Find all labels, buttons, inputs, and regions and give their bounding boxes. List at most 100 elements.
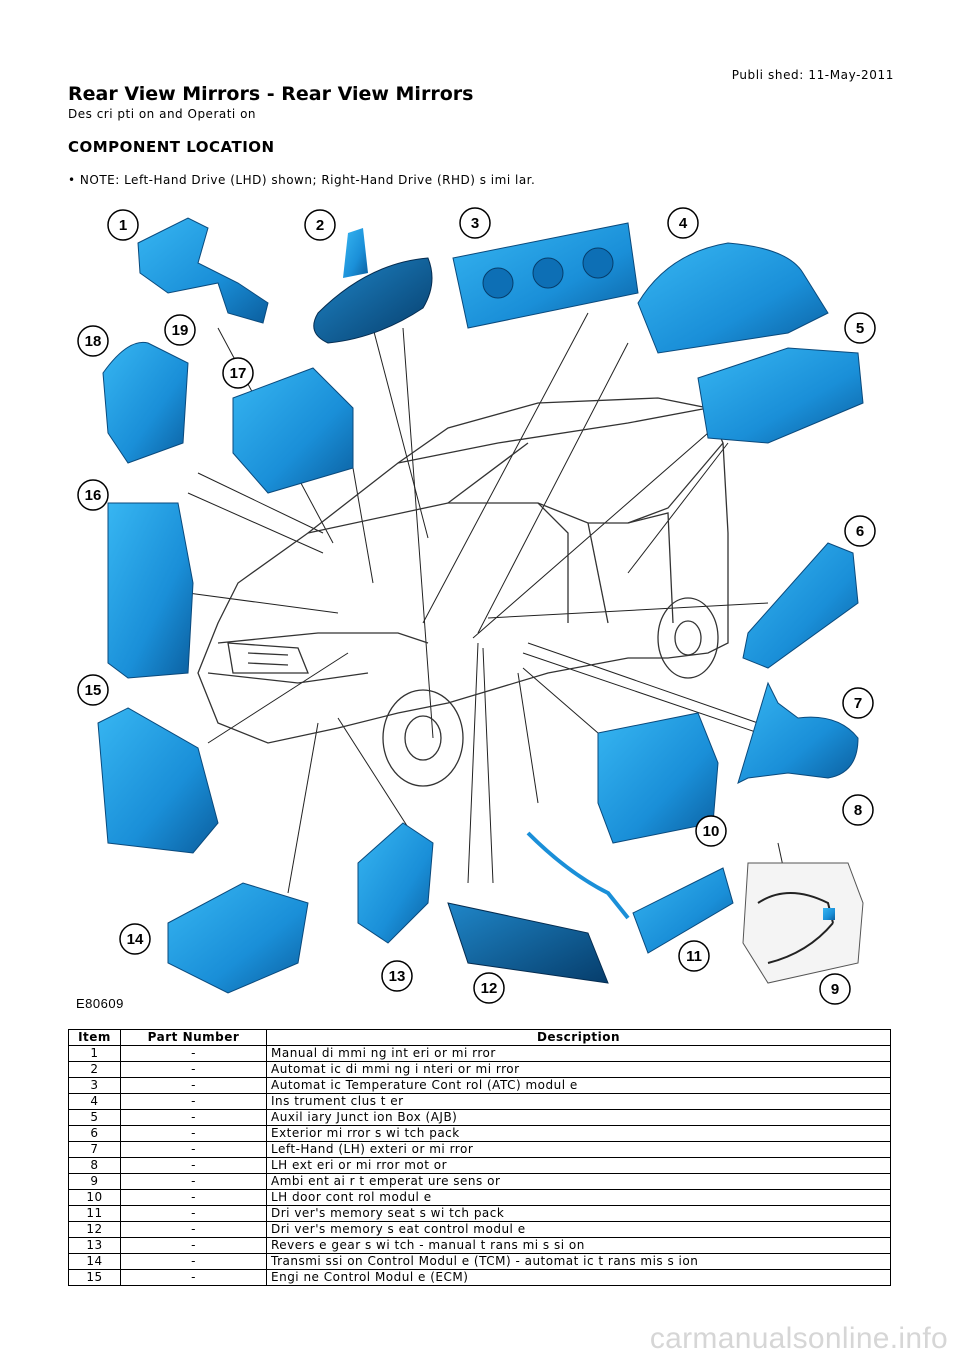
cell-part-number: -: [120, 1061, 267, 1078]
svg-text:10: 10: [703, 823, 720, 840]
cell-description: Auxil iary Junct ion Box (AJB): [266, 1109, 891, 1126]
table-row: 6-Exterior mi rror s wi tch pack: [68, 1125, 891, 1142]
component-location-figure: 1 2 3 4 5 6 7 8 9 10 11 12 13 14 15 16 1…: [68, 203, 894, 1013]
cell-item: 9: [68, 1173, 121, 1190]
cell-item: 1: [68, 1045, 121, 1062]
svg-text:13: 13: [389, 968, 406, 985]
parts-table: Item Part Number Description 1-Manual di…: [68, 1029, 891, 1286]
cell-description: Automat ic di mmi ng i nteri or mi rror: [266, 1061, 891, 1078]
table-row: 8-LH ext eri or mi rror mot or: [68, 1157, 891, 1174]
component-3-atc-module: [452, 222, 639, 329]
component-11-seat-switch-pack: [526, 831, 734, 954]
cell-description: Dri ver's memory s eat control modul e: [266, 1221, 891, 1238]
callout-15: 15: [77, 674, 109, 706]
svg-text:12: 12: [481, 980, 498, 997]
cell-part-number: -: [120, 1205, 267, 1222]
cell-description: Dri ver's memory seat s wi tch pack: [266, 1205, 891, 1222]
svg-text:15: 15: [85, 682, 102, 699]
component-5-ajb: [697, 347, 864, 444]
cell-description: Engi ne Control Modul e (ECM): [266, 1269, 891, 1286]
cell-part-number: -: [120, 1125, 267, 1142]
svg-text:3: 3: [471, 215, 479, 232]
cell-item: 2: [68, 1061, 121, 1078]
table-row: 14-Transmi ssi on Control Modul e (TCM) …: [68, 1253, 891, 1270]
table-row: 2-Automat ic di mmi ng i nteri or mi rro…: [68, 1061, 891, 1078]
svg-text:1: 1: [119, 217, 127, 234]
table-row: 13-Revers e gear s wi tch - manual t ran…: [68, 1237, 891, 1254]
callout-17: 17: [222, 357, 254, 389]
page-title: Rear View Mirrors - Rear View Mirrors: [68, 83, 474, 105]
svg-text:2: 2: [316, 217, 324, 234]
svg-text:8: 8: [854, 802, 862, 819]
header-description: Description: [266, 1029, 891, 1046]
callout-3: 3: [459, 207, 491, 239]
table-row: 10-LH door cont rol modul e: [68, 1189, 891, 1206]
cell-description: Manual di mmi ng int eri or mi rror: [266, 1045, 891, 1062]
cell-item: 7: [68, 1141, 121, 1158]
callout-11: 11: [678, 940, 710, 972]
cell-description: Exterior mi rror s wi tch pack: [266, 1125, 891, 1142]
component-1-manual-mirror: [137, 217, 269, 324]
cell-part-number: -: [120, 1173, 267, 1190]
callout-9: 9: [819, 973, 851, 1005]
component-4-instrument-cluster: [637, 242, 829, 354]
component-7-exterior-mirror: [737, 681, 859, 784]
cell-part-number: -: [120, 1237, 267, 1254]
vehicle-outline: [197, 397, 729, 787]
table-row: 12-Dri ver's memory s eat control modul …: [68, 1221, 891, 1238]
cell-item: 8: [68, 1157, 121, 1174]
table-row: 15-Engi ne Control Modul e (ECM): [68, 1269, 891, 1286]
component-18-exterior-mirror-rh: [102, 341, 189, 464]
cell-item: 14: [68, 1253, 121, 1270]
table-row: 4-Ins trument clus t er: [68, 1093, 891, 1110]
cell-item: 6: [68, 1125, 121, 1142]
callout-2: 2: [304, 209, 336, 241]
component-diagram: 1 2 3 4 5 6 7 8 9 10 11 12 13 14 15 16 1…: [77, 207, 876, 1005]
cell-item: 15: [68, 1269, 121, 1286]
cell-description: Automat ic Temperature Cont rol (ATC) mo…: [266, 1077, 891, 1094]
callouts: 1 2 3 4 5 6 7 8 9 10 11 12 13 14 15 16 1…: [77, 207, 876, 1005]
cell-description: LH door cont rol modul e: [266, 1189, 891, 1206]
component-15-ecm: [97, 707, 219, 854]
cell-item: 12: [68, 1221, 121, 1238]
svg-text:19: 19: [172, 322, 189, 339]
header-part-number: Part Number: [120, 1029, 267, 1046]
cell-description: Revers e gear s wi tch - manual t rans m…: [266, 1237, 891, 1254]
component-12-seat-control-module: [447, 902, 609, 984]
svg-text:9: 9: [831, 981, 839, 998]
table-header-row: Item Part Number Description: [68, 1029, 891, 1046]
table-row: 7-Left-Hand (LH) exteri or mi rror: [68, 1141, 891, 1158]
callout-7: 7: [842, 687, 874, 719]
cell-item: 11: [68, 1205, 121, 1222]
callout-5: 5: [844, 312, 876, 344]
cell-part-number: -: [120, 1253, 267, 1270]
cell-part-number: -: [120, 1109, 267, 1126]
cell-description: Ambi ent ai r t emperat ure sens or: [266, 1173, 891, 1190]
table-row: 11-Dri ver's memory seat s wi tch pack: [68, 1205, 891, 1222]
component-6-mirror-switch-pack: [742, 542, 859, 669]
cell-part-number: -: [120, 1045, 267, 1062]
callout-12: 12: [473, 972, 505, 1004]
callout-10: 10: [695, 815, 727, 847]
svg-text:16: 16: [85, 487, 102, 504]
cell-description: LH ext eri or mi rror mot or: [266, 1157, 891, 1174]
component-17-door-module-rh: [232, 367, 354, 494]
svg-text:17: 17: [230, 365, 247, 382]
note-text: • NOTE: Left-Hand Drive (LHD) shown; Rig…: [68, 173, 536, 187]
component-9-temp-sensor: [742, 862, 864, 984]
cell-description: Transmi ssi on Control Modul e (TCM) - a…: [266, 1253, 891, 1270]
svg-text:6: 6: [856, 523, 864, 540]
table-row: 3-Automat ic Temperature Cont rol (ATC) …: [68, 1077, 891, 1094]
watermark: carmanualsonline.info: [649, 1322, 948, 1355]
svg-text:14: 14: [127, 931, 144, 948]
table-row: 1-Manual di mmi ng int eri or mi rror: [68, 1045, 891, 1062]
cell-item: 4: [68, 1093, 121, 1110]
cell-description: Left-Hand (LH) exteri or mi rror: [266, 1141, 891, 1158]
page-subtitle: Des cri pti on and Operati on: [68, 107, 257, 121]
figure-code: E80609: [76, 996, 124, 1011]
cell-item: 13: [68, 1237, 121, 1254]
callout-14: 14: [119, 923, 151, 955]
cell-part-number: -: [120, 1077, 267, 1094]
callout-19: 19: [164, 314, 196, 346]
